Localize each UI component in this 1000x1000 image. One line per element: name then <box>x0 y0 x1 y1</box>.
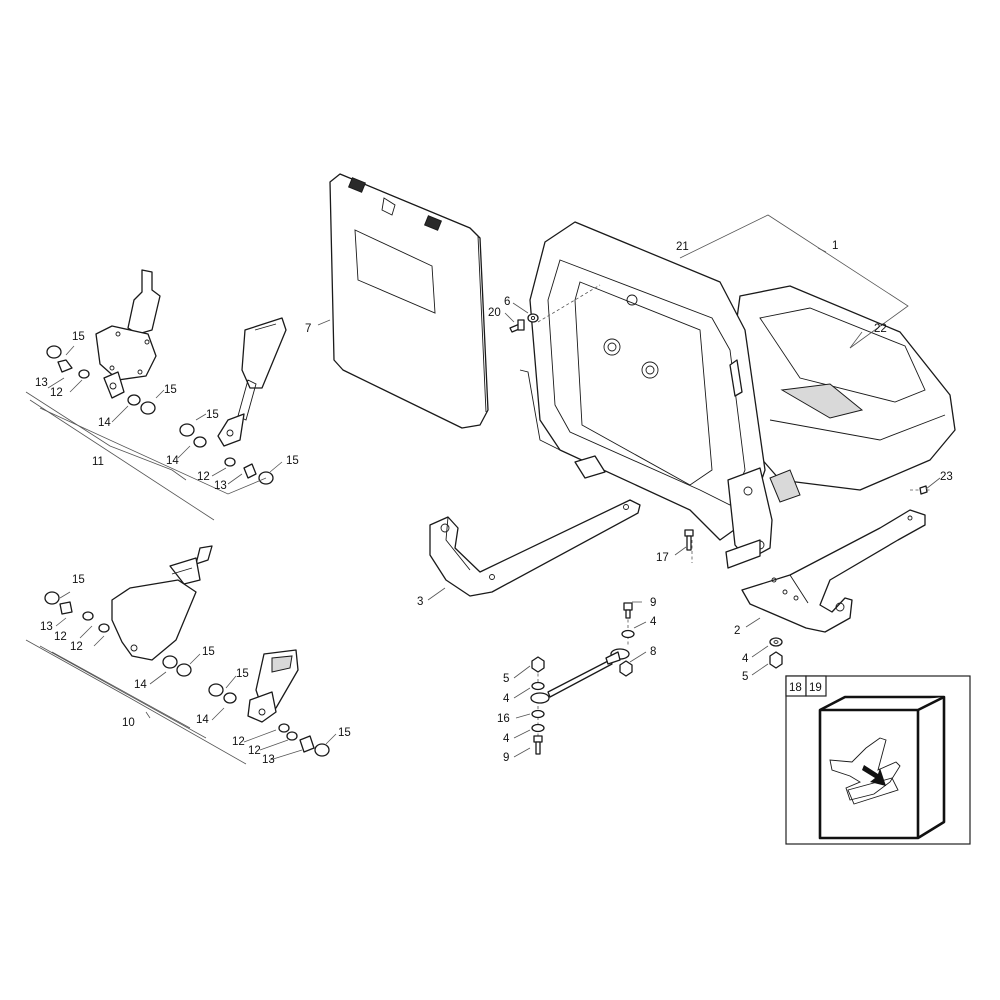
part-5-nut-right[interactable] <box>769 651 783 669</box>
manual-box-icon <box>818 695 946 840</box>
callout-14-u-b: 14 <box>166 455 179 467</box>
callout-15-l-d: 15 <box>338 727 351 739</box>
callout-4-linkage-b: 4 <box>503 733 510 745</box>
callout-13-u-a: 13 <box>35 377 48 389</box>
linkage-rod-assembly[interactable] <box>530 614 630 736</box>
inset-label-18: 18 <box>789 682 802 694</box>
part-3-left-bracket[interactable] <box>429 499 641 597</box>
callout-20: 20 <box>488 307 501 319</box>
inset-18-19: 18 19 <box>785 675 971 845</box>
leader-lines <box>25 214 941 765</box>
callout-1: 1 <box>832 240 838 252</box>
part-8-nut[interactable] <box>619 660 633 677</box>
callout-15-l-c: 15 <box>236 668 249 680</box>
callout-5-right: 5 <box>742 671 748 683</box>
callout-5-linkage: 5 <box>503 673 509 685</box>
callout-14-l-a: 14 <box>134 679 147 691</box>
callout-9-bottom: 9 <box>503 752 509 764</box>
callout-4-right: 4 <box>742 653 749 665</box>
callout-15-u-d: 15 <box>286 455 299 467</box>
part-23-screw[interactable] <box>919 485 928 495</box>
part-9-bolt-bottom[interactable] <box>533 735 543 755</box>
part-11-belt-group[interactable] <box>46 269 287 485</box>
part-7-cushion-pad[interactable] <box>329 173 489 429</box>
seat-pictogram-icon <box>829 737 901 801</box>
part-17-bolt[interactable] <box>684 529 694 551</box>
callout-17: 17 <box>656 552 669 564</box>
callout-12-l-a: 12 <box>54 631 67 643</box>
callout-12-l-d: 12 <box>248 745 261 757</box>
part-4-washer-linkage-a[interactable] <box>531 681 545 691</box>
callout-12-u-b: 12 <box>197 471 210 483</box>
arrow-icon <box>862 765 886 786</box>
callout-6: 6 <box>504 296 510 308</box>
callout-22: 22 <box>874 323 887 335</box>
part-10-belt-group[interactable] <box>44 545 330 757</box>
callout-13-u-b: 13 <box>214 480 227 492</box>
callout-15-l-a: 15 <box>72 574 85 586</box>
callout-2: 2 <box>734 625 740 637</box>
callout-23: 23 <box>940 471 953 483</box>
part-1-seat-assembly[interactable] <box>519 221 956 569</box>
part-4-washer-right[interactable] <box>769 637 783 647</box>
callout-9-top: 9 <box>650 597 656 609</box>
callout-3: 3 <box>417 596 423 608</box>
part-4-washer-linkage-b[interactable] <box>531 723 545 733</box>
inset-label-19: 19 <box>809 682 822 694</box>
callout-15-l-b: 15 <box>202 646 215 658</box>
callout-13-l-b: 13 <box>262 754 275 766</box>
callout-10: 10 <box>122 717 135 729</box>
callout-21: 21 <box>676 241 689 253</box>
callout-labels: 1 21 22 7 6 20 23 17 3 2 4 5 9 4 8 5 4 1… <box>35 240 953 766</box>
callout-4-top: 4 <box>650 616 657 628</box>
callout-11: 11 <box>92 456 104 468</box>
callout-4-linkage-a: 4 <box>503 693 510 705</box>
part-9-bolt-top[interactable] <box>623 602 633 619</box>
part-4-washer-top[interactable] <box>621 629 635 639</box>
callout-14-l-b: 14 <box>196 714 209 726</box>
callout-15-u-b: 15 <box>164 384 177 396</box>
callout-12-l-b: 12 <box>70 641 83 653</box>
callout-15-u-a: 15 <box>72 331 85 343</box>
callout-15-u-c: 15 <box>206 409 219 421</box>
callout-12-l-c: 12 <box>232 736 245 748</box>
part-6-washer[interactable] <box>527 313 539 323</box>
part-2-right-bracket[interactable] <box>741 509 926 633</box>
part-5-nut-linkage[interactable] <box>531 656 545 673</box>
callout-8: 8 <box>650 646 656 658</box>
callout-13-l-a: 13 <box>40 621 53 633</box>
part-20-screw[interactable] <box>509 319 525 333</box>
callout-12-u-a: 12 <box>50 387 63 399</box>
callout-16: 16 <box>497 713 510 725</box>
callout-7: 7 <box>305 323 311 335</box>
callout-14-u-a: 14 <box>98 417 111 429</box>
part-16-spacer[interactable] <box>531 709 545 719</box>
